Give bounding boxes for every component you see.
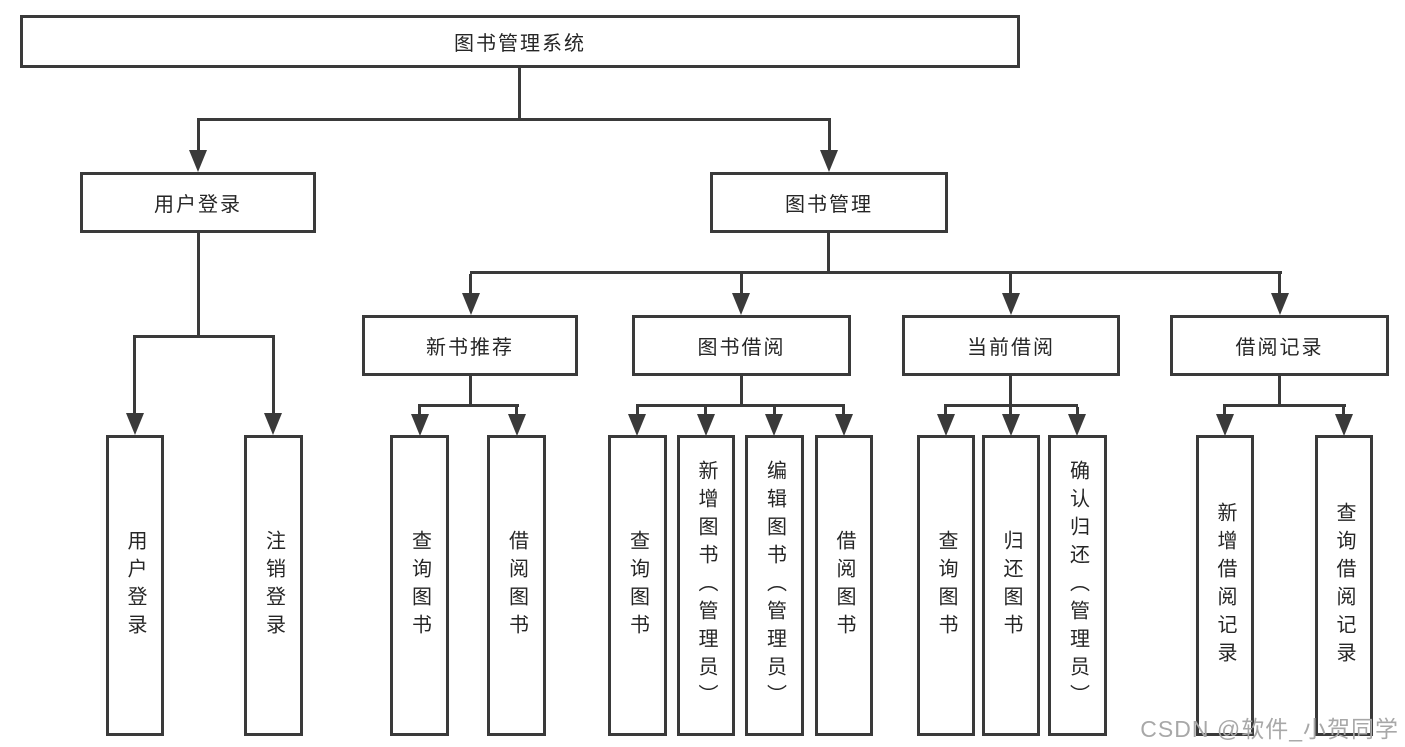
connector-line xyxy=(469,274,472,294)
leaf-user-login: 用户登录 xyxy=(106,435,164,736)
connector-line xyxy=(1223,407,1226,416)
connector-line xyxy=(1278,274,1281,294)
leaf-borrow-borrow-books: 借阅图书 xyxy=(815,435,873,736)
node-current-borrow: 当前借阅 xyxy=(902,315,1120,376)
arrowhead-icon xyxy=(1271,293,1289,315)
arrowhead-icon xyxy=(937,414,955,436)
connector-line xyxy=(773,407,776,416)
connector-line xyxy=(1342,407,1345,416)
connector-line xyxy=(944,404,1078,407)
arrowhead-icon xyxy=(732,293,750,315)
arrowhead-icon xyxy=(835,414,853,436)
leaf-logout: 注销登录 xyxy=(244,435,303,736)
connector-line xyxy=(1223,404,1346,407)
connector-line xyxy=(515,407,518,416)
leaf-newbook-query-books: 查询图书 xyxy=(390,435,449,736)
node-user-login: 用户登录 xyxy=(80,172,316,233)
leaf-borrow-add-books-admin: 新增图书（管理员） xyxy=(677,435,735,736)
connector-line xyxy=(1009,376,1012,407)
connector-line xyxy=(740,274,743,294)
leaf-current-query-books: 查询图书 xyxy=(917,435,975,736)
connector-line xyxy=(828,121,831,151)
leaf-record-query-record: 查询借阅记录 xyxy=(1315,435,1373,736)
arrowhead-icon xyxy=(508,414,526,436)
arrowhead-icon xyxy=(628,414,646,436)
connector-line xyxy=(197,118,831,121)
connector-line xyxy=(418,407,421,416)
watermark: CSDN @软件_小贺同学 xyxy=(1140,716,1399,742)
connector-line xyxy=(133,338,136,414)
node-book-management: 图书管理 xyxy=(710,172,948,233)
connector-line xyxy=(636,407,639,416)
connector-line xyxy=(1009,274,1012,294)
arrowhead-icon xyxy=(264,413,282,435)
arrowhead-icon xyxy=(1002,414,1020,436)
leaf-newbook-borrow-books: 借阅图书 xyxy=(487,435,546,736)
node-new-book-recommend: 新书推荐 xyxy=(362,315,578,376)
arrowhead-icon xyxy=(1335,414,1353,436)
connector-line xyxy=(827,233,830,274)
arrowhead-icon xyxy=(820,150,838,172)
arrowhead-icon xyxy=(126,413,144,435)
leaf-borrow-query-books: 查询图书 xyxy=(608,435,667,736)
connector-line xyxy=(470,271,1282,274)
connector-line xyxy=(740,376,743,407)
arrowhead-icon xyxy=(1068,414,1086,436)
connector-line xyxy=(944,407,947,416)
connector-line xyxy=(1076,407,1079,416)
arrowhead-icon xyxy=(1002,293,1020,315)
arrowhead-icon xyxy=(765,414,783,436)
node-root: 图书管理系统 xyxy=(20,15,1020,68)
connector-line xyxy=(418,404,519,407)
connector-line xyxy=(272,338,275,414)
connector-line xyxy=(636,404,845,407)
node-book-borrow: 图书借阅 xyxy=(632,315,851,376)
connector-line xyxy=(1009,407,1012,416)
arrowhead-icon xyxy=(1216,414,1234,436)
arrowhead-icon xyxy=(697,414,715,436)
leaf-record-add-record: 新增借阅记录 xyxy=(1196,435,1254,736)
connector-line xyxy=(197,233,200,337)
leaf-current-confirm-return-admin: 确认归还（管理员） xyxy=(1048,435,1107,736)
node-borrow-record: 借阅记录 xyxy=(1170,315,1389,376)
arrowhead-icon xyxy=(189,150,207,172)
connector-line xyxy=(518,68,521,121)
connector-line xyxy=(133,335,275,338)
connector-line xyxy=(469,376,472,407)
connector-line xyxy=(842,407,845,416)
arrowhead-icon xyxy=(462,293,480,315)
connector-line xyxy=(197,121,200,151)
leaf-borrow-edit-books-admin: 编辑图书（管理员） xyxy=(745,435,804,736)
connector-line xyxy=(1278,376,1281,407)
leaf-current-return-books: 归还图书 xyxy=(982,435,1040,736)
connector-line xyxy=(704,407,707,416)
arrowhead-icon xyxy=(411,414,429,436)
